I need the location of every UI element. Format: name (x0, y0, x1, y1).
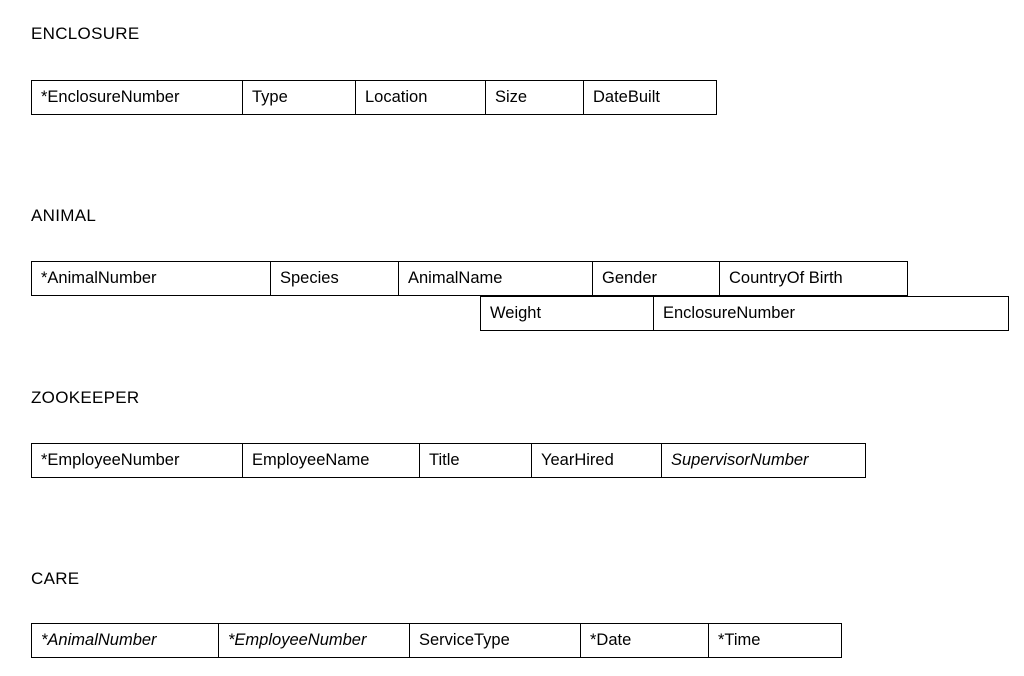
attribute-cell: Size (485, 80, 584, 115)
attribute-cell: AnimalName (398, 261, 593, 296)
row-indent-spacer (31, 296, 480, 331)
attribute-cell: EnclosureNumber (653, 296, 1009, 331)
attribute-cell: Species (270, 261, 399, 296)
attribute-cell: Title (419, 443, 532, 478)
attribute-cell: Weight (480, 296, 654, 331)
attribute-cell: *AnimalNumber (31, 623, 219, 658)
attribute-cell: YearHired (531, 443, 662, 478)
attribute-cell: DateBuilt (583, 80, 717, 115)
attribute-cell: EmployeeName (242, 443, 420, 478)
attribute-cell: *EnclosureNumber (31, 80, 243, 115)
attribute-cell: CountryOf Birth (719, 261, 908, 296)
attribute-cell: *EmployeeNumber (218, 623, 410, 658)
attribute-cell: Type (242, 80, 356, 115)
attribute-cell: ServiceType (409, 623, 581, 658)
entity-label-care: CARE (31, 569, 80, 588)
attribute-cell: Gender (592, 261, 720, 296)
entity-label-enclosure: ENCLOSURE (31, 24, 140, 43)
entity-label-zookeeper: ZOOKEEPER (31, 388, 140, 407)
attribute-cell: SupervisorNumber (661, 443, 866, 478)
attribute-cell: Location (355, 80, 486, 115)
entity-label-animal: ANIMAL (31, 206, 97, 225)
attribute-cell: *AnimalNumber (31, 261, 271, 296)
attribute-cell: *Time (708, 623, 842, 658)
attribute-cell: *Date (580, 623, 709, 658)
attribute-cell: *EmployeeNumber (31, 443, 243, 478)
